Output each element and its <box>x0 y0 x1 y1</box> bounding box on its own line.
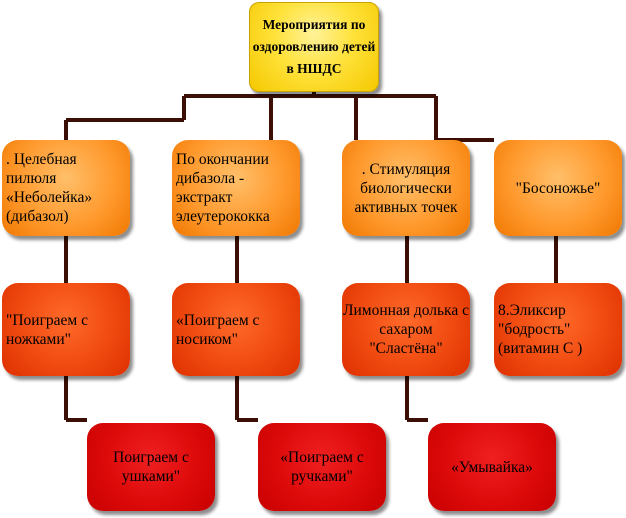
level3-node-ears-text: Поиграем с ушками" <box>113 449 189 485</box>
level1-node-barefoot-text: "Босоножье" <box>515 179 601 197</box>
level1-node-pill-text: . Целебная пилюля «Неболейка» (дибазол) <box>6 151 93 225</box>
level3-node-hands-text: «Поиграем с ручками" <box>280 449 364 485</box>
level3-node-ears: Поиграем с ушками" <box>87 423 215 511</box>
level1-node-pill: . Целебная пилюля «Неболейка» (дибазол) <box>2 140 130 236</box>
level2-node-feet: "Поиграем с ножками" <box>2 283 130 376</box>
level3-node-hands: «Поиграем с ручками" <box>258 423 386 511</box>
level1-node-extract-text: По окончании дибазола - экстракт элеутер… <box>176 151 270 225</box>
level2-node-elixir: 8.Эликсир "бодрость" (витамин С ) <box>494 283 622 376</box>
level1-node-stimulation-text: . Стимуляция биологически активных точек <box>354 160 458 216</box>
level1-node-stimulation: . Стимуляция биологически активных точек <box>342 140 470 236</box>
level2-node-elixir-text: 8.Эликсир "бодрость" (витамин С ) <box>498 302 583 357</box>
level2-node-feet-text: "Поиграем с ножками" <box>6 311 88 348</box>
level2-node-lemon: Лимонная долька с сахаром "Сластёна" <box>342 283 470 376</box>
level2-node-nose: «Поиграем с носиком" <box>172 283 300 376</box>
level3-node-washing-text: «Умывайка» <box>451 458 533 476</box>
root-node: Мероприятия по оздоровлению детей в НШДС <box>249 2 379 92</box>
level3-node-washing: «Умывайка» <box>428 423 556 511</box>
root-node-text: Мероприятия по оздоровлению детей в НШДС <box>252 17 376 76</box>
level1-node-barefoot: "Босоножье" <box>494 140 622 236</box>
level1-node-extract: По окончании дибазола - экстракт элеутер… <box>172 140 300 236</box>
level2-node-lemon-text: Лимонная долька с сахаром "Сластёна" <box>342 302 469 357</box>
level2-node-nose-text: «Поиграем с носиком" <box>176 311 260 348</box>
